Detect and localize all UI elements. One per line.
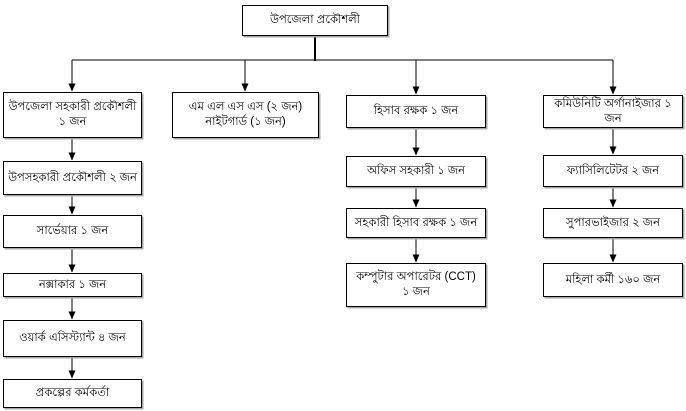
node-surveyor: সার্ভেয়ার ১ জন (3, 215, 142, 248)
node-upazila-engineer: উপজেলা প্রকৌশলী (242, 5, 388, 36)
node-label: উপসহকারী প্রকৌশলী ২ জন (8, 171, 137, 184)
node-community-organizer: কমিউনিটি অর্গানাইজার ১ জন (543, 95, 683, 128)
node-label: নক্সাকার ১ জন (38, 278, 107, 291)
node-computer-operator: কম্পুটার অপারেটর (CCT) ১ জন (346, 263, 486, 307)
node-label: কমিউনিটি অর্গানাইজার ১ জন (554, 97, 672, 125)
node-mlss-nightguard: এম এল এস এস (২ জন) নাইটগার্ড (১ জন) (172, 92, 319, 138)
node-label: সুপারভাইজার ২ জন (566, 216, 660, 229)
node-accountant: হিসাব রক্ষক ১ জন (346, 95, 486, 128)
node-label: ফ্যাসিলিটেটর ২ জন (566, 164, 660, 177)
node-label: সার্ভেয়ার ১ জন (36, 225, 109, 238)
node-label: কম্পুটার অপারেটর (CCT) ১ জন (356, 271, 476, 298)
node-label: এম এল এস এস (২ জন) নাইটগার্ড (১ জন) (188, 101, 303, 128)
node-label: ওয়ার্ক এসিস্ট্যান্ট ৪ জন (19, 332, 126, 345)
node-facilitator: ফ্যাসিলিটেটর ২ জন (543, 155, 683, 187)
node-sub-assistant-engineer: উপসহকারী প্রকৌশলী ২ জন (3, 161, 142, 195)
node-label: উপজেলা প্রকৌশলী (270, 14, 360, 27)
node-label: অফিস সহকারী ১ জন (366, 165, 466, 178)
node-label: সহকারী হিসাব রক্ষক ১ জন (354, 216, 478, 229)
node-upazila-assistant-engineer: উপজেলা সহকারী প্রকৌশলী ১ জন (3, 92, 142, 138)
node-label: মহিলা কর্মী ১৬০ জন (565, 273, 661, 286)
node-office-assistant: অফিস সহকারী ১ জন (346, 156, 486, 187)
node-women-workers: মহিলা কর্মী ১৬০ জন (543, 263, 683, 297)
node-draftsman: নক্সাকার ১ জন (3, 273, 142, 297)
node-work-assistant: ওয়ার্ক এসিস্ট্যান্ট ৪ জন (3, 320, 142, 357)
node-supervisor: সুপারভাইজার ২ জন (543, 208, 683, 238)
node-assistant-accountant: সহকারী হিসাব রক্ষক ১ জন (346, 208, 486, 238)
node-project-officer: প্রকল্পের কর্মকর্তা (3, 379, 142, 408)
node-label: প্রকল্পের কর্মকর্তা (35, 387, 110, 400)
node-label: উপজেলা সহকারী প্রকৌশলী ১ জন (8, 101, 137, 128)
node-label: হিসাব রক্ষক ১ জন (373, 105, 459, 118)
